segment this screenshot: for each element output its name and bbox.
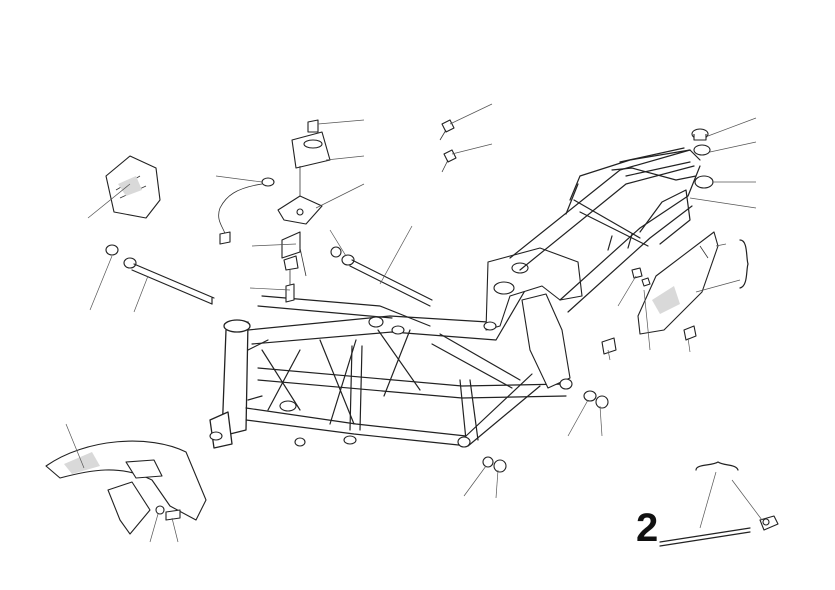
- long-bolts: [105, 244, 433, 307]
- bracket-right: [739, 239, 749, 289]
- main-frame: [209, 147, 701, 449]
- front-fender: [45, 440, 207, 535]
- top-right-caps: [691, 128, 714, 189]
- top-bolts: [439, 119, 457, 173]
- callout-number: 2: [636, 506, 659, 550]
- small-hardware: [482, 267, 697, 473]
- sensor-assembly: [277, 119, 331, 303]
- tool-rod: [659, 515, 779, 547]
- leader-lines: [65, 103, 763, 543]
- wire-sensor: [218, 177, 275, 245]
- right-panel: [637, 231, 719, 335]
- left-panel: [105, 155, 161, 219]
- bracket-bottom: [695, 461, 739, 471]
